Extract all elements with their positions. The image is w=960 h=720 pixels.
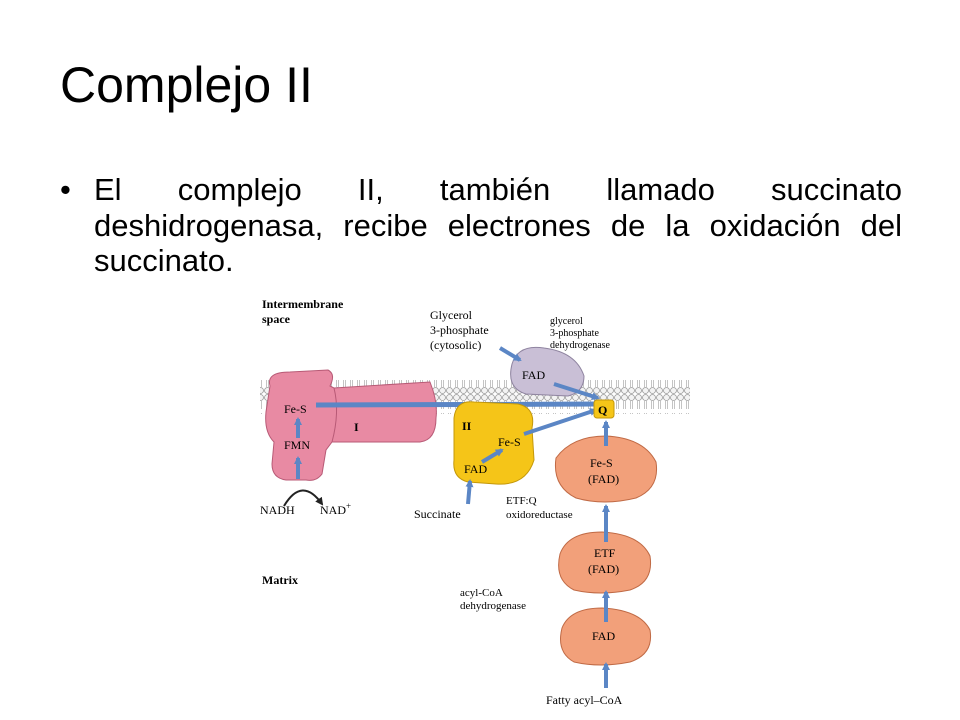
complex-i-label: I xyxy=(354,420,359,434)
complex-ii-label: II xyxy=(462,419,472,433)
acyl-coa-dehydrogenase xyxy=(560,607,652,666)
acyl-dh-name-line2: dehydrogenase xyxy=(460,600,526,612)
etfq-name-line1: ETF:Q xyxy=(506,495,537,507)
acyl-dh-name-line1: acyl-CoA xyxy=(460,587,503,599)
succinate-label: Succinate xyxy=(414,507,461,521)
nad-label: NAD+ xyxy=(320,501,351,517)
etf-q-oxidoreductase xyxy=(554,435,658,503)
etf-label: ETF xyxy=(594,546,616,560)
complex-i xyxy=(265,369,437,481)
g3pdh-fad-label: FAD xyxy=(522,368,545,382)
g3pdh-name-line2: 3-phosphate xyxy=(550,328,599,339)
ubiquinone-q xyxy=(593,399,615,419)
electron-transport-diagram: Intermembrane space Matrix I Fe-S FMN NA… xyxy=(260,297,690,707)
etf-fad-label: (FAD) xyxy=(588,562,619,576)
g3pdh-name-line1: glycerol xyxy=(550,316,583,327)
complex-i-fmn-label: FMN xyxy=(284,438,310,452)
q-label: Q xyxy=(598,403,607,417)
slide-title: Complejo II xyxy=(60,57,313,113)
etf-protein xyxy=(558,531,652,594)
etfq-fad-label: (FAD) xyxy=(588,472,619,486)
cytosolic-label: (cytosolic) xyxy=(430,338,481,352)
glycerol-3-phosphate-dehydrogenase xyxy=(510,346,585,397)
matrix-label: Matrix xyxy=(262,573,298,587)
glycerol-3p-label: 3-phosphate xyxy=(430,323,489,337)
complex-ii xyxy=(453,401,535,485)
g3pdh-name-line3: dehydrogenase xyxy=(550,340,611,351)
etfq-fes-label: Fe-S xyxy=(590,456,613,470)
complex-i-fes-label: Fe-S xyxy=(284,402,307,416)
bullet-text: El complejo II, también llamado succinat… xyxy=(94,172,902,279)
complex-ii-fad-label: FAD xyxy=(464,462,487,476)
intermembrane-label: Intermembrane xyxy=(262,297,344,311)
space-label: space xyxy=(262,312,291,326)
complex-ii-fes-label: Fe-S xyxy=(498,435,521,449)
nadh-label: NADH xyxy=(260,503,295,517)
etfq-name-line2: oxidoreductase xyxy=(506,509,573,521)
fatty-acyl-coa-label: Fatty acyl–CoA xyxy=(546,693,623,707)
glycerol-label: Glycerol xyxy=(430,308,473,322)
bullet-symbol: • xyxy=(60,172,71,207)
acyl-dh-fad-label: FAD xyxy=(592,629,615,643)
